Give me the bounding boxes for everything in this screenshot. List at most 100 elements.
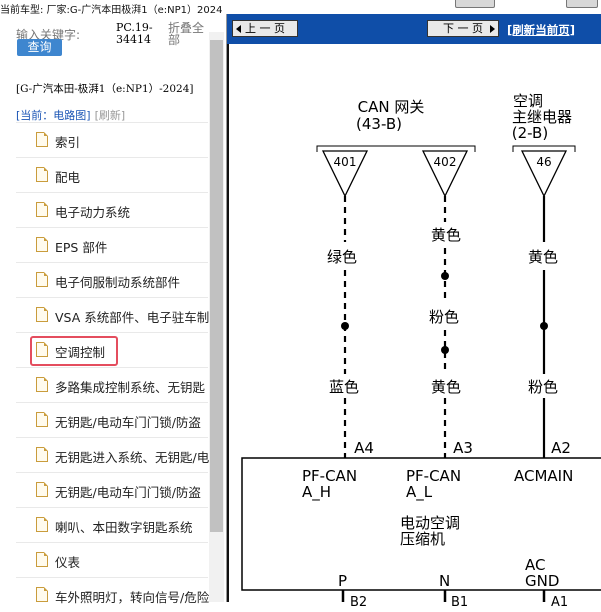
tree-item-label: VSA 系统部件、电子驻车制 [55,310,210,325]
ac-gnd-sub: GND [525,572,559,590]
current-page-label: [当前：电路图] [16,109,91,122]
selection-highlight [30,336,118,366]
diagram-panel: 上 一 页 下 一 页 [刷新当前页] CAN 网关 (43-B) 空调 主继电… [226,14,601,610]
tree-item-label: 索引 [55,135,81,150]
tree-item-label: 喇叭、本田数字钥匙系统 [55,520,193,535]
tree-item-label: 电子动力系统 [55,205,131,220]
tree-item-label: 电子伺服制动系统部件 [55,275,181,290]
wire-3-color-top: 黄色 [528,248,558,266]
collapse-all-button[interactable]: 折叠全部 [168,21,205,47]
tree-item-label: 多路集成控制系统、无钥匙 [55,380,206,395]
splice-point [441,272,449,280]
pf-can-h-sub: A_H [302,483,331,502]
wire-2-color-top: 黄色 [431,226,461,244]
document-icon [36,272,48,287]
document-icon [36,447,48,462]
connector-46 [520,150,568,198]
gateway-label: CAN 网关 [358,98,425,116]
tree-item-label: 空调控制 [55,345,106,360]
current-location: [当前：电路图][刷新] [16,107,125,123]
document-icon [36,132,48,147]
document-icon [36,517,48,532]
compressor-sublabel: 压缩机 [400,530,445,548]
splice-point [341,322,349,330]
tree-item[interactable]: 无钥匙/电动车门门锁/防盗 [16,402,208,437]
wire-1-color-top: 绿色 [327,248,357,266]
panel-divider [227,44,229,602]
tree-item[interactable]: 车外照明灯，转向信号/危险 [16,577,209,612]
tree-item[interactable]: 多路集成控制系统、无钥匙 [16,367,208,402]
toolbar-button[interactable] [566,0,598,8]
compressor-label: 电动空调 [400,514,460,532]
document-icon [36,342,48,357]
tree-item[interactable]: 无钥匙进入系统、无钥匙/电 [16,437,210,472]
tree-item[interactable]: 电子伺服制动系统部件 [16,262,208,297]
document-icon [36,307,48,322]
toolbar-button[interactable] [455,0,495,8]
acmain-label: ACMAIN [514,467,573,485]
category-tree: 索引配电电子动力系统 EPS 部件电子伺服制动系统部件 VSA 系统部件、电子驻车制… [16,122,210,612]
search-button[interactable]: 查询 [17,39,62,56]
pf-can-h-label: PF-CAN [302,467,357,485]
document-icon [36,412,48,427]
wire-3-pin: A2 [551,439,571,457]
document-icon [36,167,48,182]
scrollbar-thumb[interactable] [210,40,223,532]
pin-402: 402 [434,155,457,169]
tree-item-label: 无钥匙/电动车门门锁/防盗 [55,485,201,500]
ac-gnd-label: AC [525,556,545,574]
n-terminal-label: N [439,572,450,590]
document-icon [36,377,48,392]
connector-402 [421,150,469,198]
tree-item-label: 配电 [55,170,81,185]
pin-46: 46 [536,155,551,169]
document-icon [36,202,48,217]
document-icon [36,552,48,567]
tree-item[interactable]: 无钥匙/电动车门门锁/防盗 [16,472,208,507]
arrow-left-icon [236,25,241,33]
relay-label: 空调 [513,92,543,110]
vehicle-model-title: 当前车型: 厂家:G-广汽本田极湃1（e:NP1）2024 [0,5,223,16]
window-titlebar: 当前车型: 厂家:G-广汽本田极湃1（e:NP1）2024 [0,0,600,16]
tree-item[interactable]: 喇叭、本田数字钥匙系统 [16,507,208,542]
page-nav-bar: 上 一 页 下 一 页 [刷新当前页] [227,14,601,44]
bottom-pin-a1: A1 [551,595,568,610]
connector-401 [321,150,369,198]
next-page-button[interactable]: 下 一 页 [427,20,499,37]
tree-item-label: 无钥匙/电动车门门锁/防盗 [55,415,201,430]
document-icon [36,587,48,602]
left-panel: 输入关键字: 查询 PC.19-34414 折叠全部 [G-广汽本田-极湃1（e… [0,14,226,605]
tree-item-label: 无钥匙进入系统、无钥匙/电 [55,450,210,465]
relay-sublabel: 主继电器 [512,108,572,126]
bottom-pin-b1: B1 [451,595,468,610]
wiring-diagram: CAN 网关 (43-B) 空调 主继电器 (2-B) 401 402 46 绿… [241,92,601,610]
tree-item[interactable]: 电子动力系统 [16,192,208,227]
tree-item[interactable]: 索引 [16,122,208,157]
refresh-tree-link[interactable]: [刷新] [94,109,126,122]
prev-page-button[interactable]: 上 一 页 [232,20,298,37]
search-input[interactable]: 输入关键字: [16,28,81,42]
refresh-page-link[interactable]: [刷新当前页] [507,23,576,37]
arrow-right-icon [490,25,495,33]
splice-point [441,346,449,354]
tree-item[interactable]: 空调控制 [16,332,208,367]
wire-2-pin: A3 [453,439,473,457]
vehicle-name: [G-广汽本田-极湃1（e:NP1）-2024] [16,83,194,95]
relay-code: (2-B) [512,124,548,142]
splice-point [540,322,548,330]
tree-item-label: EPS 部件 [55,240,108,255]
tree-item[interactable]: VSA 系统部件、电子驻车制 [16,297,210,332]
bottom-pin-b2: B2 [350,595,367,610]
tree-item[interactable]: EPS 部件 [16,227,208,262]
wire-3-color-bottom: 粉色 [528,378,558,396]
gateway-bracket [316,145,476,152]
tree-item[interactable]: 配电 [16,157,208,192]
wire-1-color-bottom: 蓝色 [329,378,359,396]
tree-item[interactable]: 仪表 [16,542,208,577]
gateway-code: (43-B) [356,115,402,133]
tree-item-label: 仪表 [55,555,81,570]
wire-2-color-bottom: 黄色 [431,378,461,396]
pin-401: 401 [334,155,357,169]
pf-can-l-label: PF-CAN [406,467,461,485]
document-icon [36,237,48,252]
